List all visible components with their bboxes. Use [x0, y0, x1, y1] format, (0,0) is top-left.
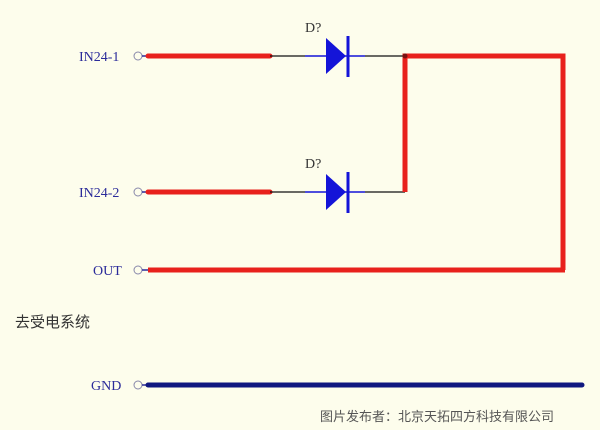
- port-label-out: OUT: [93, 264, 122, 279]
- junction-dot: [402, 53, 408, 59]
- port-terminal-in24-2: [133, 187, 143, 197]
- port-terminal-in24-1: [133, 51, 143, 61]
- note-to-powered-system: 去受电系统: [15, 313, 91, 331]
- port-label-gnd: GND: [91, 379, 121, 394]
- port-terminal-gnd: [133, 380, 143, 390]
- port-label-in24-2: IN24-2: [79, 186, 119, 201]
- port-terminal-out: [133, 265, 143, 275]
- publisher-credit: 图片发布者：北京天拓四方科技有限公司: [320, 410, 555, 425]
- port-label-in24-1: IN24-1: [79, 50, 119, 65]
- diode-label-d1: D?: [305, 21, 321, 36]
- power-bus: [402, 53, 566, 270]
- diode-label-d2: D?: [305, 157, 321, 172]
- diode-d1: [305, 36, 365, 77]
- diode-d2: [305, 172, 365, 213]
